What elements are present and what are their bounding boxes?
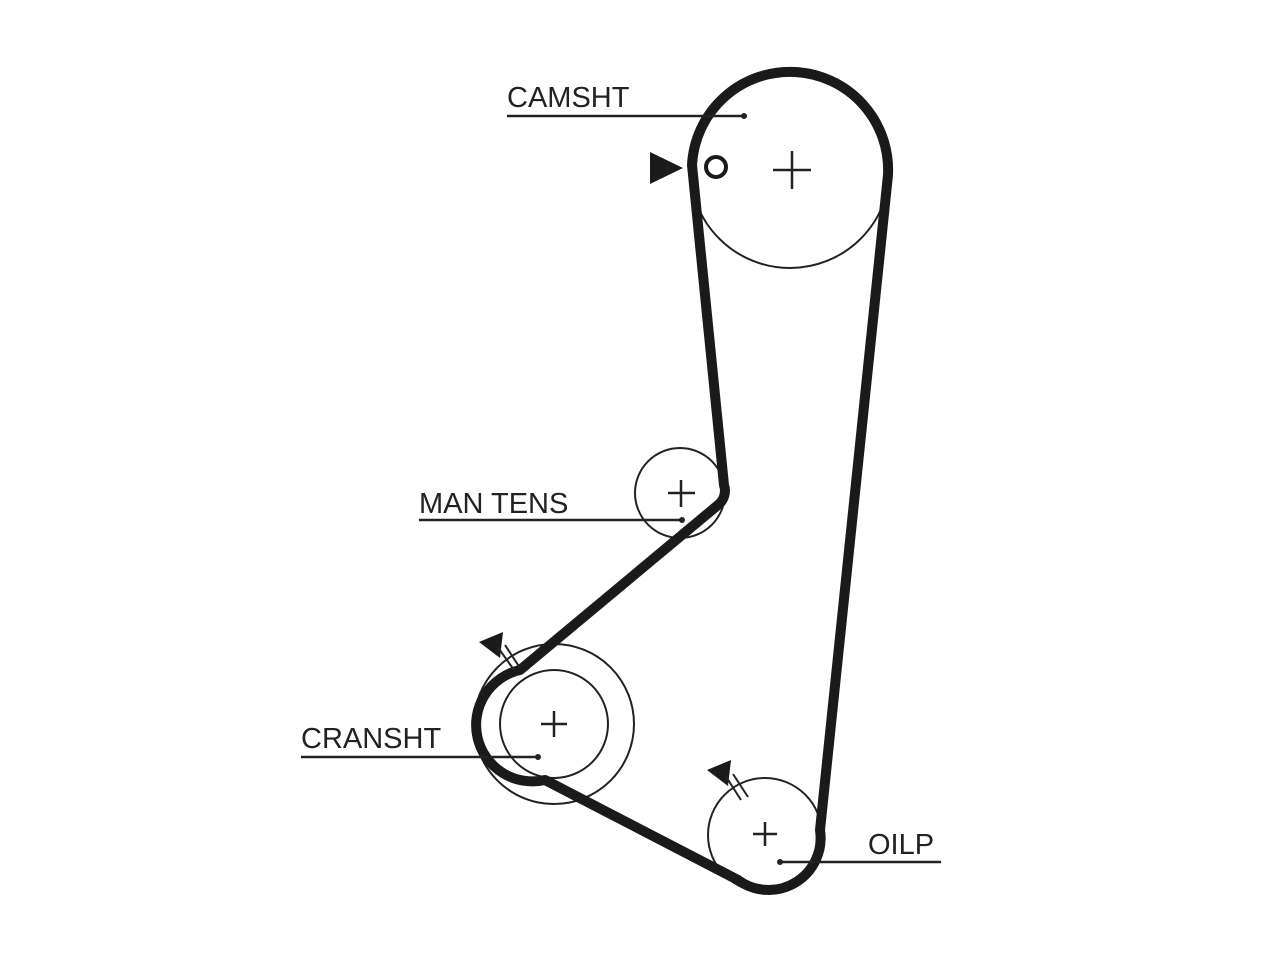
- camshaft-timing-hole: [704, 155, 728, 179]
- camshaft-timing-arrow: [650, 152, 683, 184]
- oil-pump-timing-mark: [707, 760, 749, 801]
- timing-belt: [471, 66, 894, 895]
- crankshaft-label: CRANSHT: [301, 723, 441, 755]
- oil-pump-leader-end: [777, 859, 783, 865]
- camshaft-label: CAMSHT: [507, 82, 630, 114]
- tensioner-leader-end: [679, 517, 685, 523]
- camshaft-leader-end: [741, 113, 747, 119]
- tensioner-center-mark: [668, 480, 695, 507]
- crankshaft-timing-mark: [479, 632, 521, 671]
- oil-pump-center-mark: [753, 822, 777, 846]
- crankshaft-center-mark: [541, 711, 567, 737]
- crankshaft-leader-end: [535, 754, 541, 760]
- crankshaft-pulley-inner: [499, 669, 609, 779]
- oil-pump-label: OILP: [868, 829, 934, 861]
- tensioner-label: MAN TENS: [419, 488, 568, 520]
- camshaft-center-mark: [773, 151, 811, 189]
